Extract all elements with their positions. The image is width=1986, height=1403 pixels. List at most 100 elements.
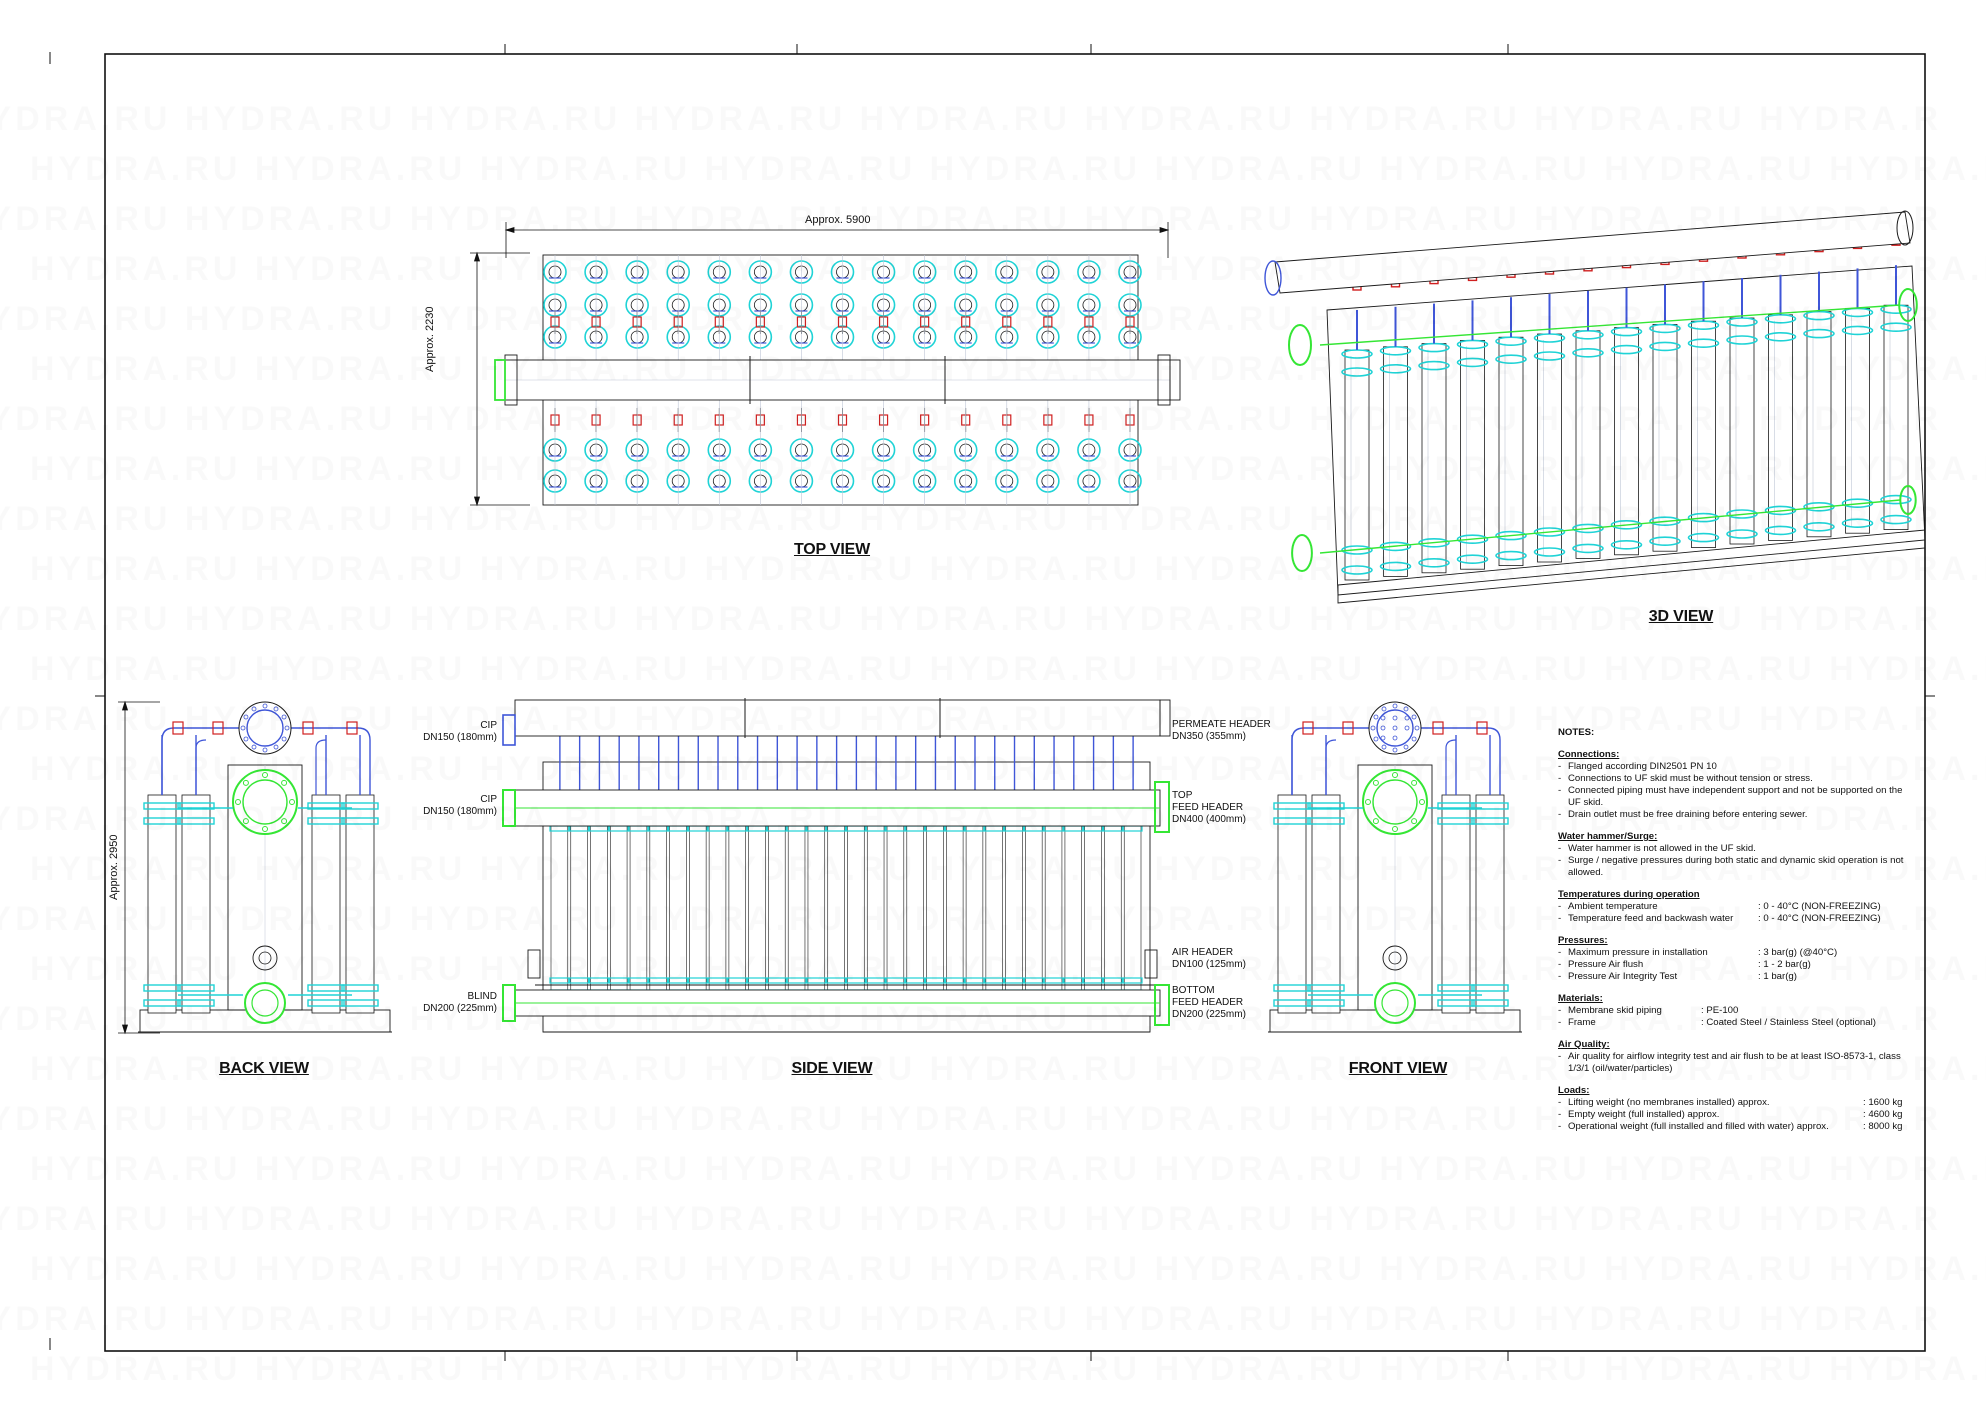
membrane-clamp bbox=[1341, 565, 1373, 575]
flange-bolt bbox=[1370, 725, 1376, 731]
membrane-column bbox=[625, 255, 649, 505]
membrane-column bbox=[707, 255, 732, 505]
membrane-clamp bbox=[1841, 325, 1874, 336]
membrane-cylinder bbox=[629, 809, 648, 1011]
notes-item-key: Temperature feed and backwash water bbox=[1568, 913, 1734, 924]
membrane-module-side bbox=[648, 721, 669, 1011]
membrane-clamp bbox=[1610, 539, 1643, 550]
membrane-clamp bbox=[1880, 322, 1912, 333]
main-header-pipe bbox=[494, 354, 1181, 406]
membrane-module-3d bbox=[1572, 260, 1604, 559]
notes-dash: - bbox=[1558, 1097, 1562, 1108]
membrane-module-side bbox=[924, 721, 945, 1011]
header-end-flange bbox=[1896, 210, 1914, 246]
flange-bolt bbox=[1392, 703, 1398, 709]
notes-dash: - bbox=[1558, 785, 1562, 796]
membrane-clamp bbox=[1572, 543, 1604, 554]
notes-item-key: Maximum pressure in installation bbox=[1568, 947, 1708, 958]
flange-bolt bbox=[1411, 818, 1418, 825]
membrane-clamp bbox=[1273, 817, 1311, 825]
flange-bolt bbox=[1365, 799, 1371, 805]
permeate-valve bbox=[346, 721, 358, 735]
membrane-clamp bbox=[307, 802, 345, 810]
notes-section-heading: Pressures: bbox=[1558, 935, 1608, 946]
membrane-clamp bbox=[1122, 977, 1143, 984]
notes-item-line: Water hammer is not allowed in the UF sk… bbox=[1568, 843, 1756, 854]
membrane-module-elevation bbox=[341, 735, 379, 1014]
membrane-module-side bbox=[865, 721, 886, 1011]
membrane-column bbox=[543, 255, 567, 505]
membrane-clamp bbox=[1273, 802, 1311, 810]
membrane-clamp bbox=[826, 977, 847, 984]
top-feed-header bbox=[1319, 304, 1901, 346]
membrane-module-3d bbox=[1841, 237, 1874, 534]
notes-dash: - bbox=[1558, 809, 1562, 820]
notes-item-line: Surge / negative pressures during both s… bbox=[1568, 855, 1904, 866]
air-header-flange bbox=[1144, 949, 1158, 979]
feed-header-flange bbox=[1288, 324, 1312, 366]
membrane-cylinder bbox=[649, 809, 667, 1011]
membrane-clamp bbox=[1043, 977, 1064, 984]
membrane-module-elevation bbox=[143, 735, 181, 1014]
bottom-feed-flange bbox=[1154, 984, 1170, 1026]
notes-item: -Connections to UF skid must be without … bbox=[1558, 773, 1920, 785]
notes-item-line: Drain outlet must be free draining befor… bbox=[1568, 809, 1808, 820]
notes-item-text: Surge / negative pressures during both s… bbox=[1568, 855, 1920, 879]
membrane-clamp bbox=[307, 984, 345, 992]
notes-item-key: Ambient temperature bbox=[1568, 901, 1658, 912]
membrane-clamp bbox=[341, 999, 379, 1007]
permeate-valve bbox=[302, 721, 314, 735]
membrane-cylinder bbox=[669, 809, 687, 1011]
membrane-clamp bbox=[1880, 494, 1912, 505]
membrane-clamp bbox=[1273, 984, 1311, 992]
membrane-module-side bbox=[905, 721, 926, 1011]
notes-body: Connections:-Flanged according DIN2501 P… bbox=[1558, 749, 1920, 1133]
membrane-cylinder bbox=[1652, 323, 1678, 552]
membrane-clamp bbox=[341, 817, 379, 825]
permeate-valve bbox=[1342, 721, 1354, 735]
notes-item: -Air quality for airflow integrity test … bbox=[1558, 1051, 1920, 1075]
notes-item: -Pressure Air flush: 1 - 2 bar(g) bbox=[1558, 959, 1920, 971]
membrane-clamp bbox=[1572, 347, 1604, 358]
flange-bolt bbox=[1372, 818, 1379, 825]
membrane-clamp bbox=[177, 817, 215, 825]
membrane-clamp bbox=[1307, 999, 1345, 1007]
membrane-clamp bbox=[1803, 501, 1835, 512]
header-pipe-outline bbox=[1274, 211, 1911, 294]
notes-section: Connections:-Flanged according DIN2501 P… bbox=[1558, 749, 1920, 821]
membrane-clamp bbox=[1471, 802, 1509, 810]
notes-dash: - bbox=[1558, 855, 1562, 866]
notes-item-value: : 8000 kg bbox=[1863, 1121, 1903, 1132]
header-pipe-outline bbox=[514, 699, 1161, 737]
header-end-flange bbox=[494, 359, 506, 401]
membrane-clamp bbox=[1610, 519, 1643, 530]
notes-dash: - bbox=[1558, 913, 1562, 924]
notes-item-value: : 4600 kg bbox=[1863, 1109, 1903, 1120]
membrane-module-side bbox=[1004, 721, 1025, 1011]
membrane-clamp bbox=[1273, 999, 1311, 1007]
notes-item-key: Pressure Air Integrity Test bbox=[1568, 971, 1678, 982]
permeate-valve bbox=[1302, 721, 1314, 735]
notes-item: -Empty weight (full installed) approx.: … bbox=[1558, 1109, 1920, 1121]
notes-dash: - bbox=[1558, 1109, 1562, 1120]
notes-item-value: : 0 - 40°C (NON-FREEZING) bbox=[1758, 913, 1881, 924]
membrane-clamp bbox=[1437, 817, 1475, 825]
membrane-clamp bbox=[1437, 802, 1475, 810]
membrane-cylinder bbox=[1614, 327, 1639, 556]
notes-item: -Lifting weight (no membranes installed)… bbox=[1558, 1097, 1920, 1109]
flange-bolt bbox=[281, 779, 288, 786]
bottom-feed-flange bbox=[244, 982, 286, 1024]
membrane-clamp bbox=[177, 999, 215, 1007]
membrane-clamp bbox=[865, 977, 886, 984]
membrane-module-3d bbox=[1687, 250, 1720, 549]
notes-item-text: Air quality for airflow integrity test a… bbox=[1568, 1051, 1920, 1075]
membrane-cylinder bbox=[1806, 311, 1832, 538]
notes-item-value: : 1 - 2 bar(g) bbox=[1758, 959, 1811, 970]
flange-bolt bbox=[262, 747, 268, 753]
membrane-clamp bbox=[885, 977, 906, 984]
membrane-clamp bbox=[1803, 328, 1835, 339]
notes-dash: - bbox=[1558, 1121, 1562, 1132]
flange-bolt bbox=[1411, 714, 1417, 720]
